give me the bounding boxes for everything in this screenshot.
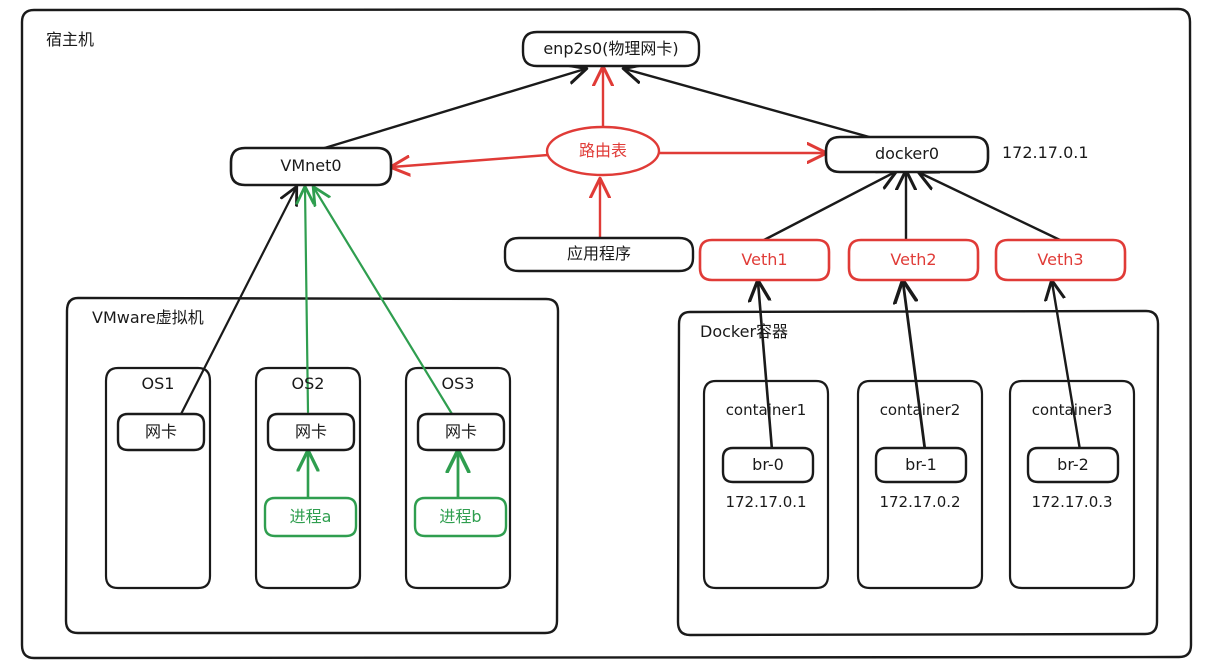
edge-vmnet0-to-physical-nic [316,69,585,152]
edge-veth1-to-docker0 [762,172,895,242]
node-process-b-box[interactable] [413,496,508,538]
edge-docker0-to-physical-nic [625,69,882,142]
docker-boundary [676,309,1160,637]
edge-veth3-to-docker0 [920,173,1062,242]
node-os1-nic-box[interactable] [116,412,206,452]
vmware-boundary [64,296,560,635]
node-os3-nic-box[interactable] [416,412,506,452]
edge-os3-nic-to-vmnet0 [314,188,454,416]
edge-br2-to-veth3 [1052,282,1082,452]
node-br1-box[interactable] [874,446,968,484]
edge-os2-nic-to-vmnet0 [305,188,308,414]
edge-os1-nic-to-vmnet0 [176,188,296,422]
node-vmnet0-box[interactable] [229,146,393,187]
node-os2-nic-box[interactable] [266,412,356,452]
edge-br0-to-veth1 [758,282,774,452]
node-br2-box[interactable] [1026,446,1120,484]
node-veth3-box[interactable] [994,238,1127,282]
node-process-a-box[interactable] [263,496,358,538]
edge-routing-table-to-vmnet0 [392,153,550,167]
node-application-box[interactable] [503,236,695,273]
node-veth2-box[interactable] [847,238,980,282]
edge-br1-to-veth2 [903,282,927,452]
node-routing-table-ellipse[interactable] [545,125,661,177]
node-docker0-box[interactable] [824,135,990,174]
container-boxes [702,379,1136,590]
os-boxes [104,366,512,590]
host-boundary [20,7,1193,660]
node-br0-box[interactable] [721,446,815,484]
node-veth1-box[interactable] [698,238,831,282]
node-physical-nic-box[interactable] [521,30,701,68]
